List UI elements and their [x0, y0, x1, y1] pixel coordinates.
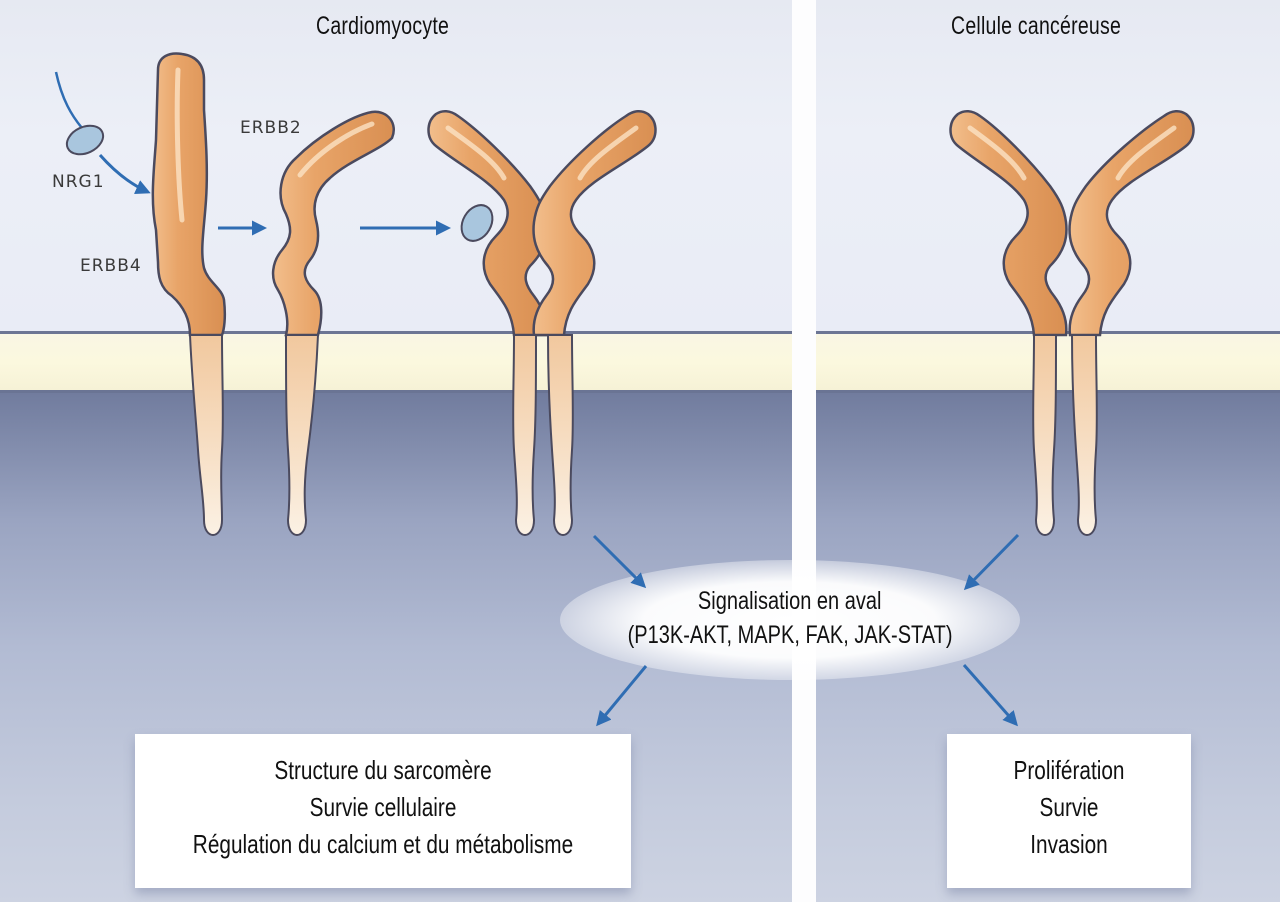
erbb2-transmembrane-tail — [284, 334, 320, 536]
cardiomyocyte-outcomes-box: Structure du sarcomère Survie cellulaire… — [135, 734, 631, 888]
title-cancer-cell: Cellule cancéreuse — [951, 12, 1122, 40]
title-cardiomyocyte: Cardiomyocyte — [316, 12, 450, 40]
extracellular-space — [816, 0, 1280, 333]
panel-divider — [792, 0, 816, 902]
erbb4-receptor — [151, 52, 227, 536]
nrg1-bound-ligand — [460, 204, 494, 242]
outcome-item: Survie — [1039, 792, 1099, 822]
signaling-pathways: (P13K-AKT, MAPK, FAK, JAK-STAT) — [627, 621, 953, 649]
outcome-item: Invasion — [1030, 829, 1108, 859]
signaling-title: Signalisation en aval — [698, 587, 882, 615]
erbb4-transmembrane-tail — [188, 334, 224, 536]
outcome-item: Structure du sarcomère — [274, 755, 492, 785]
label-erbb2: ERBB2 — [240, 118, 302, 138]
nrg1-ligand — [65, 124, 105, 156]
erbb-heterodimer — [427, 110, 657, 536]
arrow-cancer-dimer-to-signal — [963, 533, 1020, 591]
outcome-item: Survie cellulaire — [309, 792, 457, 822]
extracellular-space — [0, 0, 792, 333]
outcome-item: Prolifération — [1013, 755, 1125, 785]
membrane-outer-edge — [0, 331, 792, 334]
arrow-dimer-to-signal — [592, 534, 647, 589]
downstream-signaling-text: Signalisation en aval (P13K-AKT, MAPK, F… — [560, 584, 1020, 652]
membrane-inner-edge — [0, 390, 792, 393]
erbb2-homodimer — [949, 110, 1195, 536]
arrow-signal-to-right-outcomes — [962, 664, 1018, 727]
cell-membrane — [0, 334, 792, 391]
nrg1-arrow — [98, 154, 151, 194]
erbb2-receptor — [271, 110, 395, 536]
cancer-cell-outcomes-box: Prolifération Survie Invasion — [947, 734, 1191, 888]
label-erbb4: ERBB4 — [80, 256, 142, 276]
label-nrg1: NRG1 — [52, 172, 105, 192]
arrow-signal-to-left-outcomes — [596, 665, 648, 727]
nrg1-path-curve — [54, 71, 83, 129]
outcome-item: Régulation du calcium et du métabolisme — [192, 829, 574, 859]
